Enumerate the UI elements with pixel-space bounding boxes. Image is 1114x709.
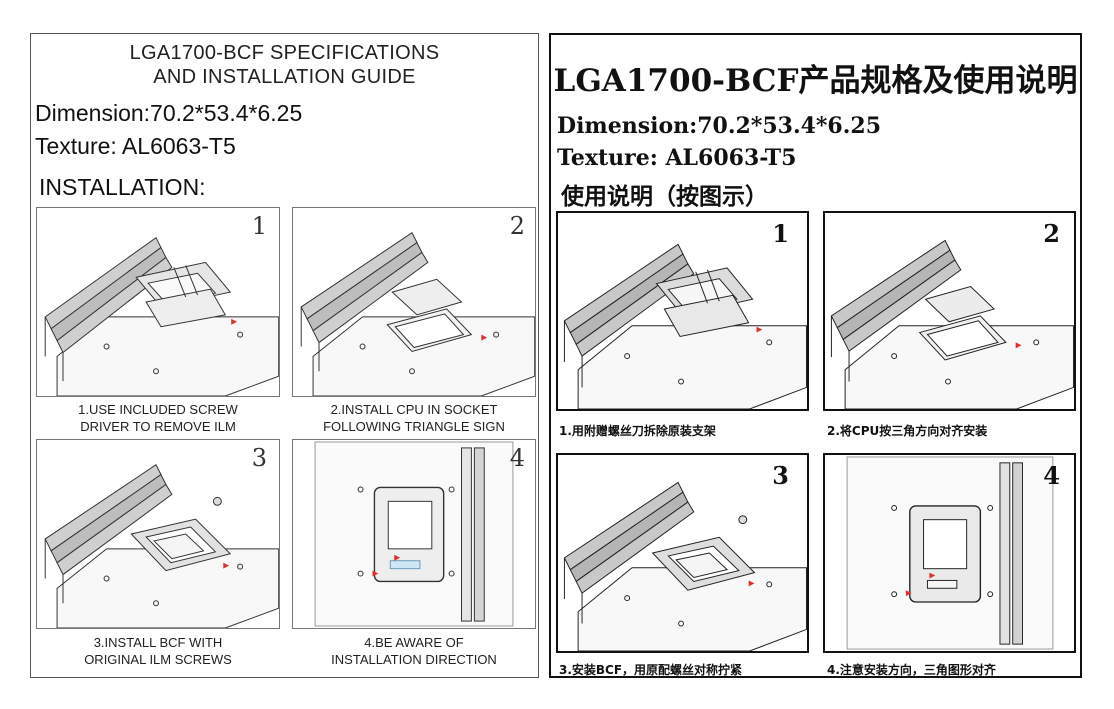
chinese-step4-figure: 4 [823,453,1076,653]
step4-illustration [314,441,514,627]
english-header-line1: LGA1700-BCF SPECIFICATIONS [129,42,440,64]
english-step1-caption: 1.USE INCLUDED SCREW DRIVER TO REMOVE IL… [36,401,280,435]
chinese-step1-figure: 1 [556,211,809,411]
english-step3-caption-line2: ORIGINAL ILM SCREWS [84,652,232,667]
chinese-dimension: Dimension:70.2*53.4*6.25 [557,113,881,139]
english-step2-number: 2 [509,212,525,240]
chinese-step4-number: 4 [1043,461,1060,490]
chinese-step3-caption: 3.安装BCF，用原配螺丝对称拧紧 [559,663,743,677]
english-step2-caption-line1: 2.INSTALL CPU IN SOCKET [330,402,498,417]
step4-illustration [846,456,1054,650]
english-installation-heading: INSTALLATION: [39,174,206,200]
english-dimension: Dimension:70.2*53.4*6.25 [35,100,303,126]
chinese-step4-caption: 4.注意安装方向，三角图形对齐 [827,663,996,677]
english-step1-number: 1 [251,212,267,240]
english-texture: Texture: AL6063-T5 [35,133,236,159]
english-guide-panel: LGA1700-BCF SPECIFICATIONS AND INSTALLAT… [30,33,539,678]
step1-illustration [563,243,807,409]
step2-illustration [300,232,535,396]
chinese-step2-figure: 2 [823,211,1076,411]
chinese-title: LGA1700-BCF产品规格及使用说明 [553,63,1078,99]
english-step4-figure: 4 [292,439,536,629]
english-step1-caption-line2: DRIVER TO REMOVE ILM [80,419,236,434]
english-step4-number: 4 [509,444,525,472]
chinese-step3-number: 3 [772,461,789,490]
english-step1-figure: 1 [36,207,280,397]
step1-illustration [44,236,279,396]
chinese-step1-caption: 1.用附赠螺丝刀拆除原装支架 [559,424,716,438]
english-step4-caption-line2: INSTALLATION DIRECTION [331,652,497,667]
english-step2-caption-line2: FOLLOWING TRIANGLE SIGN [323,419,505,434]
chinese-step2-number: 2 [1043,219,1060,248]
chinese-texture: Texture: AL6063-T5 [557,145,797,171]
english-step4-caption-line1: 4.BE AWARE OF [364,635,464,650]
chinese-step1-number: 1 [772,219,789,248]
english-step3-caption: 3.INSTALL BCF WITH ORIGINAL ILM SCREWS [36,634,280,668]
english-step2-figure: 2 [292,207,536,397]
english-step2-caption: 2.INSTALL CPU IN SOCKET FOLLOWING TRIANG… [292,401,536,435]
english-header-line2: AND INSTALLATION GUIDE [153,66,416,88]
english-step4-caption: 4.BE AWARE OF INSTALLATION DIRECTION [292,634,536,668]
chinese-step2-caption: 2.将CPU按三角方向对齐安装 [827,424,988,438]
english-step3-figure: 3 [36,439,280,629]
step2-illustration [830,239,1074,409]
step3-illustration [563,481,807,651]
chinese-usage-heading: 使用说明（按图示） [561,183,768,210]
english-step1-caption-line1: 1.USE INCLUDED SCREW [78,402,238,417]
step3-illustration [44,464,279,628]
english-step3-caption-line1: 3.INSTALL BCF WITH [93,635,223,650]
chinese-step3-figure: 3 [556,453,809,653]
english-step3-number: 3 [251,444,267,472]
chinese-guide-panel: LGA1700-BCF产品规格及使用说明 Dimension:70.2*53.4… [549,33,1082,678]
